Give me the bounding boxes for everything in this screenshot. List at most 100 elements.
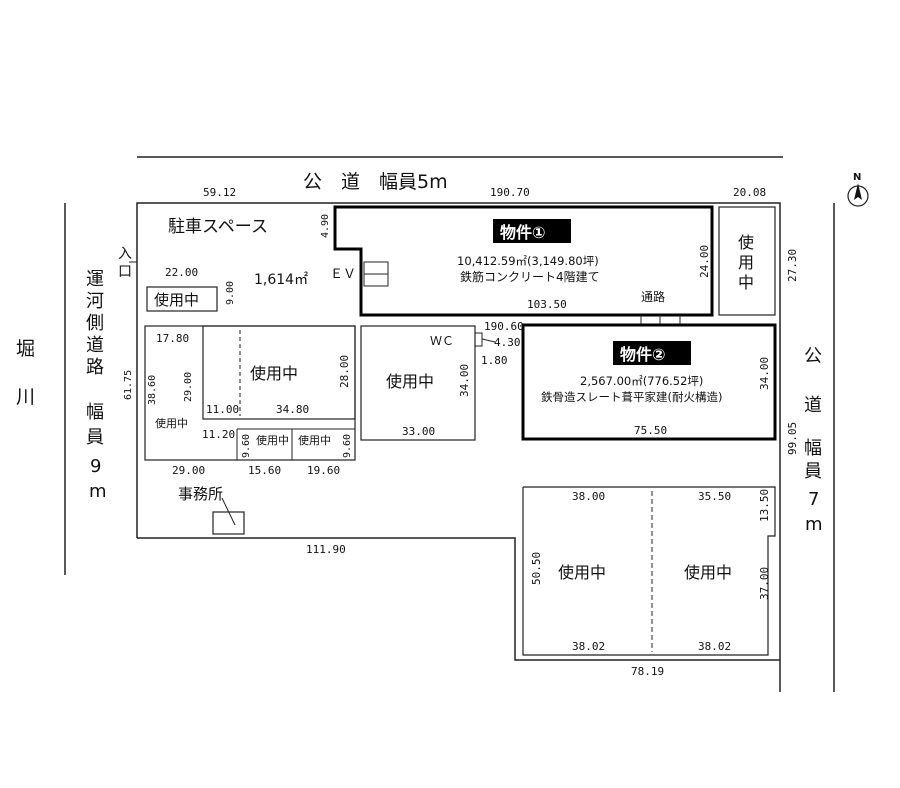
office-box — [212, 511, 245, 535]
west-road-char-4: 道 — [86, 335, 104, 356]
entrance-char-2: 口 — [118, 264, 132, 280]
dim-111-90: 111.90 — [306, 543, 346, 556]
wc-box — [474, 332, 483, 347]
site-boundary — [136, 202, 781, 692]
dim-33-00: 33.00 — [402, 425, 435, 438]
property-2-title: 物件② — [620, 345, 666, 364]
east-road-char-6: m — [805, 514, 823, 535]
west-road-char-6: 幅 — [86, 402, 104, 423]
property-2-title-bg — [613, 341, 691, 365]
north-road-label: 公 道 幅員5m — [303, 171, 448, 193]
east-in-use-building — [718, 206, 776, 316]
east-road-char-2: 道 — [804, 395, 822, 416]
property-2-area: 2,567.00㎡(776.52坪) — [580, 374, 703, 388]
property-2-building — [521, 323, 777, 441]
east-road-char-1: 公 — [804, 346, 822, 367]
south-in-use-block — [522, 486, 776, 656]
dim-34-80: 34.80 — [276, 403, 309, 416]
office-label: 事務所 — [178, 485, 223, 503]
west-road-char-7: 員 — [86, 427, 104, 448]
dim-27-30: 27.30 — [786, 249, 799, 282]
dim-50-50: 50.50 — [530, 552, 543, 585]
dim-103-50: 103.50 — [527, 298, 567, 311]
dim-11-00: 11.00 — [206, 403, 239, 416]
dim-24-00: 24.00 — [698, 245, 711, 278]
in-use-small-box — [146, 286, 218, 312]
west-in-use-main-label: 使用中 — [250, 364, 298, 383]
dim-190-70: 190.70 — [490, 186, 530, 199]
dim-78-19: 78.19 — [631, 665, 664, 678]
dim-4-90: 4.90 — [320, 214, 331, 238]
west-road-char-3: 側 — [86, 313, 104, 334]
dim-9-00: 9.00 — [225, 281, 236, 305]
property-1-area: 10,412.59㎡(3,149.80坪) — [457, 254, 599, 268]
dim-19-60: 19.60 — [307, 464, 340, 477]
river-char-2: 川 — [16, 386, 35, 408]
dim-13-50: 13.50 — [758, 489, 771, 522]
east-in-use-char-1: 使 — [738, 233, 754, 252]
west-in-use-left-label: 使用中 — [155, 417, 188, 430]
passage-label: 通路 — [641, 289, 665, 304]
dim-11-20: 11.20 — [202, 428, 235, 441]
dim-34-00-property2: 34.00 — [758, 357, 771, 390]
dim-34-00-central: 34.00 — [458, 364, 471, 397]
dim-29-00: 29.00 — [172, 464, 205, 477]
dim-35-50: 35.50 — [698, 490, 731, 503]
property-2-structure: 鉄骨造スレート葺平家建(耐火構造) — [541, 390, 722, 404]
east-road-label: 公 道 幅 員 7 m — [804, 346, 823, 535]
dim-9-60-right: 9.60 — [342, 434, 353, 458]
property-1-title: 物件① — [500, 223, 546, 242]
property-1-structure: 鉄筋コンクリート4階建て — [460, 269, 600, 284]
central-in-use-label: 使用中 — [386, 372, 434, 391]
dim-15-60: 15.60 — [248, 464, 281, 477]
dim-20-08: 20.08 — [733, 186, 766, 199]
office-leader — [221, 497, 236, 526]
dim-61-75: 61.75 — [123, 370, 134, 400]
south-in-use-left-label: 使用中 — [558, 563, 606, 582]
parking-label: 駐車スペース — [168, 217, 268, 237]
east-road-char-5: 7 — [808, 489, 819, 510]
west-in-use-low-1-label: 使用中 — [256, 434, 289, 447]
west-road-char-2: 河 — [86, 291, 104, 312]
south-in-use-right-label: 使用中 — [684, 563, 732, 582]
east-in-use-char-2: 用 — [738, 253, 754, 272]
dim-38-02-left: 38.02 — [572, 640, 605, 653]
property-1-title-bg — [493, 219, 571, 243]
dim-28-00: 28.00 — [338, 355, 351, 388]
dim-37-00: 37.00 — [758, 567, 771, 600]
entrance-char-1: 入 — [118, 246, 132, 262]
east-road-char-4: 員 — [804, 461, 822, 482]
dim-4-30: 4.30 — [494, 336, 521, 349]
site-boundary-south — [137, 537, 780, 661]
west-road-char-1: 運 — [86, 269, 104, 290]
in-use-small-label: 使用中 — [154, 291, 199, 309]
dim-75-50: 75.50 — [634, 424, 667, 437]
dim-38-60: 38.60 — [147, 375, 158, 405]
central-in-use-block — [360, 325, 476, 441]
west-road-char-5: 路 — [86, 357, 104, 378]
wc-label: ＷＣ — [430, 334, 454, 348]
dim-59-12: 59.12 — [203, 186, 236, 199]
west-road-label: 運 河 側 道 路 幅 員 9 m — [86, 269, 107, 502]
dim-29-00-vertical: 29.00 — [183, 372, 194, 402]
dim-22-00: 22.00 — [165, 266, 198, 279]
east-road-char-3: 幅 — [804, 438, 822, 459]
dim-99-05: 99.05 — [786, 422, 799, 455]
west-in-use-low-2-label: 使用中 — [298, 434, 331, 447]
west-in-use-inner — [202, 325, 356, 420]
river-label: 堀 川 — [16, 338, 35, 408]
river-char-1: 堀 — [16, 338, 35, 360]
dim-17-80: 17.80 — [156, 332, 189, 345]
east-in-use-char-3: 中 — [738, 273, 754, 292]
wc-leader — [481, 338, 496, 343]
ev-label: ＥＶ — [330, 267, 356, 282]
west-road-char-8: 9 — [90, 456, 101, 477]
dim-38-02-right: 38.02 — [698, 640, 731, 653]
dim-9-60-left: 9.60 — [241, 434, 252, 458]
property-1-building — [333, 205, 714, 317]
north-arrow-pointer — [854, 183, 862, 200]
dim-190-60: 190.60 — [484, 320, 524, 333]
north-arrow-label: N — [853, 172, 861, 183]
dim-38-00: 38.00 — [572, 490, 605, 503]
parking-area: 1,614㎡ — [254, 272, 308, 288]
